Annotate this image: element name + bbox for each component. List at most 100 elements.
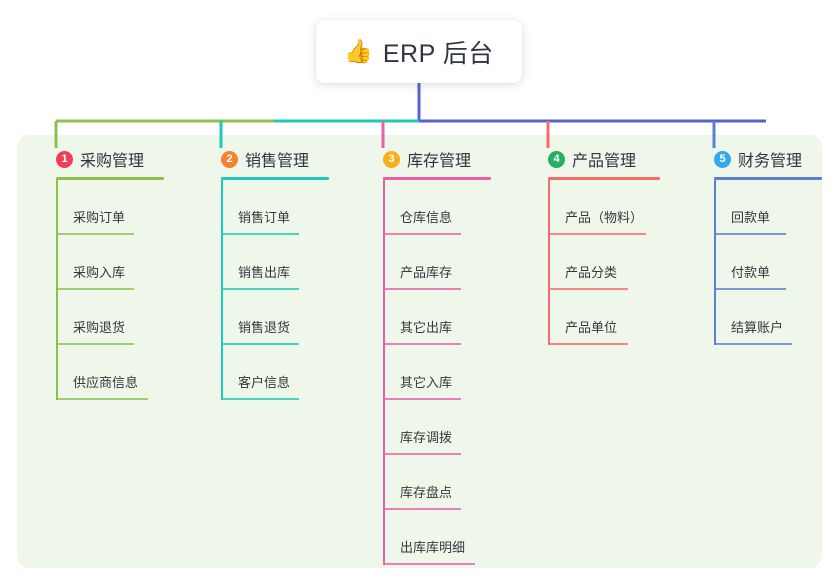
column-title: 库存管理 [407, 153, 472, 170]
list-item[interactable]: 库存调拨 [365, 400, 491, 455]
list-item-rule [714, 343, 792, 345]
column-header-rule [714, 177, 822, 180]
list-item[interactable]: 库存盘点 [365, 455, 491, 510]
column-items: 采购订单采购入库采购退货供应商信息 [38, 180, 164, 400]
list-item-label: 库存盘点 [400, 485, 453, 500]
list-item-label: 销售退货 [238, 320, 291, 335]
list-item[interactable]: 客户信息 [203, 345, 329, 400]
list-item-rule [383, 398, 461, 400]
list-item[interactable]: 采购入库 [38, 235, 164, 290]
column-header-2[interactable]: 2 销售管理 [203, 147, 329, 171]
list-item-rule [56, 288, 134, 290]
list-item[interactable]: 仓库信息 [365, 180, 491, 235]
list-item[interactable]: 产品（物料） [530, 180, 660, 235]
column-spine [221, 180, 223, 400]
list-item[interactable]: 销售订单 [203, 180, 329, 235]
list-item-label: 销售出库 [238, 265, 291, 280]
list-item-label: 回款单 [731, 210, 771, 225]
list-item-label: 付款单 [731, 265, 771, 280]
list-item[interactable]: 销售退货 [203, 290, 329, 345]
column-number-badge: 2 [221, 150, 238, 168]
column-spine [548, 180, 550, 345]
list-item-label: 库存调拨 [400, 430, 453, 445]
list-item-rule [383, 563, 475, 565]
column-title: 财务管理 [738, 153, 803, 170]
list-item-label: 客户信息 [238, 375, 291, 390]
column-header-3[interactable]: 3 库存管理 [365, 147, 491, 171]
list-item-label: 出库库明细 [400, 540, 466, 555]
column-number-badge: 3 [383, 150, 400, 168]
list-item-label: 产品（物料） [565, 210, 644, 225]
column-2: 2 销售管理销售订单销售出库销售退货客户信息 [203, 147, 329, 400]
column-title: 采购管理 [80, 153, 145, 170]
list-item[interactable]: 产品单位 [530, 290, 660, 345]
column-header-rule [383, 177, 491, 180]
list-item-rule [548, 288, 628, 290]
diagram-panel [17, 135, 822, 568]
column-number-badge: 4 [548, 150, 565, 168]
list-item-label: 供应商信息 [73, 375, 139, 390]
column-header-5[interactable]: 5 财务管理 [696, 147, 822, 171]
list-item-rule [221, 343, 299, 345]
root-node-label: ERP 后台 [382, 39, 494, 68]
list-item-rule [221, 288, 299, 290]
list-item-label: 产品库存 [400, 265, 453, 280]
column-header-rule [548, 177, 660, 180]
list-item-rule [714, 233, 786, 235]
column-5: 5 财务管理回款单付款单结算账户 [696, 147, 822, 345]
column-items: 仓库信息产品库存其它出库其它入库库存调拨库存盘点出库库明细 [365, 180, 491, 565]
column-items: 销售订单销售出库销售退货客户信息 [203, 180, 329, 400]
list-item-rule [56, 343, 134, 345]
list-item-label: 采购订单 [73, 210, 126, 225]
list-item[interactable]: 付款单 [696, 235, 822, 290]
list-item-label: 采购退货 [73, 320, 126, 335]
list-item-label: 其它出库 [400, 320, 453, 335]
column-spine [56, 180, 58, 400]
list-item[interactable]: 结算账户 [696, 290, 822, 345]
list-item[interactable]: 其它出库 [365, 290, 491, 345]
list-item-label: 采购入库 [73, 265, 126, 280]
list-item[interactable]: 采购退货 [38, 290, 164, 345]
list-item[interactable]: 采购订单 [38, 180, 164, 235]
column-spine [714, 180, 716, 345]
list-item-rule [714, 288, 786, 290]
list-item-rule [383, 343, 461, 345]
column-items: 产品（物料） 产品分类产品单位 [530, 180, 660, 345]
list-item[interactable]: 回款单 [696, 180, 822, 235]
list-item-rule [548, 343, 628, 345]
list-item[interactable]: 出库库明细 [365, 510, 491, 565]
thumbs-up-icon: 👍 [344, 38, 373, 64]
column-items: 回款单付款单结算账户 [696, 180, 822, 345]
list-item[interactable]: 产品分类 [530, 235, 660, 290]
list-item-rule [383, 288, 461, 290]
column-header-rule [56, 177, 164, 180]
column-header-rule [221, 177, 329, 180]
column-title: 销售管理 [245, 153, 310, 170]
list-item[interactable]: 其它入库 [365, 345, 491, 400]
list-item[interactable]: 销售出库 [203, 235, 329, 290]
root-node-card[interactable]: 👍 ERP 后台 [316, 20, 522, 83]
column-spine [383, 180, 385, 565]
column-number-badge: 5 [714, 150, 731, 168]
list-item[interactable]: 产品库存 [365, 235, 491, 290]
list-item-label: 产品分类 [565, 265, 618, 280]
list-item-rule [383, 233, 461, 235]
column-3: 3 库存管理仓库信息产品库存其它出库其它入库库存调拨库存盘点出库库明细 [365, 147, 491, 565]
list-item[interactable]: 供应商信息 [38, 345, 164, 400]
list-item-rule [221, 398, 299, 400]
list-item-label: 其它入库 [400, 375, 453, 390]
list-item-label: 仓库信息 [400, 210, 453, 225]
list-item-rule [548, 233, 646, 235]
list-item-label: 销售订单 [238, 210, 291, 225]
list-item-rule [56, 398, 148, 400]
list-item-label: 结算账户 [731, 320, 784, 335]
list-item-rule [56, 233, 134, 235]
list-item-rule [383, 508, 461, 510]
root-node-content: 👍 ERP 后台 [344, 34, 494, 70]
list-item-label: 产品单位 [565, 320, 618, 335]
